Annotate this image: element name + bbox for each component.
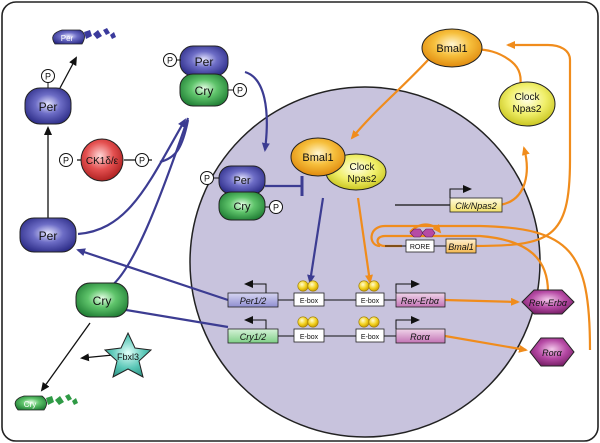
bmal1-gene-row: RORE Bmal1 xyxy=(385,228,477,254)
ror-gene-row: E-box Rorα xyxy=(355,316,446,344)
clock-nuc-label-1: Clock xyxy=(349,162,375,173)
svg-text:P: P xyxy=(45,72,51,82)
bmal1-nuc-label: Bmal1 xyxy=(302,152,333,164)
fbxl3-label: Fbxl3 xyxy=(117,352,139,362)
svg-text:P: P xyxy=(273,203,279,213)
cry-cytoplasm-node: Cry xyxy=(75,282,129,318)
ebox-binding-dot xyxy=(307,316,319,328)
svg-text:E-box: E-box xyxy=(300,334,319,341)
bmal1-cytoplasm-node: Bmal1 xyxy=(421,28,483,68)
per-degraded-label: Per xyxy=(61,34,74,43)
per-degraded-group: Per xyxy=(52,28,116,45)
rev-erb-protein-node: Rev-Erbα xyxy=(521,289,575,315)
clk-npas2-gene: Clk/Npas2 xyxy=(449,185,503,213)
cry-nucleus-label: Cry xyxy=(233,201,251,213)
clock-top-label-1: Clock xyxy=(514,92,540,103)
clock-cytoplasm-node: Clock Npas2 xyxy=(498,81,556,127)
arrow-cry-degradation xyxy=(40,322,91,392)
arrow-bmal-into-nucleus xyxy=(350,59,429,140)
ck1-label: CK1δ/ε xyxy=(86,156,119,167)
svg-text:P: P xyxy=(237,86,243,96)
clk-npas2-gene-label: Clk/Npas2 xyxy=(455,201,497,211)
ebox-binding-dot xyxy=(297,280,309,292)
arrow-clk-gene-to-clock xyxy=(499,146,530,207)
arrow-per-to-complex xyxy=(77,118,187,236)
per12-gene-label: Per1/2 xyxy=(240,296,267,306)
per-cytoplasm-node: Per xyxy=(19,217,77,253)
clock-top-label-2: Npas2 xyxy=(513,104,542,115)
arrow-bmal-to-ebox xyxy=(307,197,325,284)
clock-nuc-label-2: Npas2 xyxy=(348,174,377,185)
ebox-binding-dot xyxy=(307,280,319,292)
per-cry-complex-nucleus: Per Cry P P xyxy=(200,165,283,221)
rev-erb-protein-label: Rev-Erbα xyxy=(529,298,568,308)
ror-protein-node: Rorα xyxy=(529,337,575,367)
arrow-ror-to-rore xyxy=(370,224,592,351)
per12-gene-row: Per1/2 E-box xyxy=(227,280,445,308)
phospho-p-icon xyxy=(135,153,149,167)
ebox-binding-dot xyxy=(368,280,380,292)
svg-text:P: P xyxy=(63,156,69,166)
arrow-clock-to-ebox xyxy=(356,197,373,284)
per-phospho-label: Per xyxy=(39,100,58,114)
arrow-bmal-gene-to-bmal xyxy=(471,41,572,248)
cry-degraded-label: Cry xyxy=(24,400,36,409)
svg-text:E-box: E-box xyxy=(361,334,380,341)
ror-protein-label: Rorα xyxy=(542,348,563,358)
per-top-label: Per xyxy=(195,55,214,69)
bmal-clock-complex-nucleus: Clock Npas2 Bmal1 xyxy=(290,137,387,191)
arrow-ror-gene-to-ror xyxy=(444,334,528,353)
rore-binding-hex xyxy=(421,228,436,238)
arrow-fbxl3 xyxy=(80,353,114,362)
rev-erb-gene-label: Rev-Erbα xyxy=(401,296,440,306)
svg-text:E-box: E-box xyxy=(361,298,380,305)
arrow-complex-into-nucleus xyxy=(244,70,270,152)
rore-label: RORE xyxy=(410,244,431,251)
arrow-rev-to-rore xyxy=(376,234,550,293)
per-cry-complex-top: Per Cry P P xyxy=(163,45,247,107)
rev-erb-gene-row: E-box Rev-Erbα xyxy=(355,280,446,308)
fbxl3-node: Fbxl3 xyxy=(103,331,153,378)
nucleus xyxy=(189,86,541,438)
ebox-binding-dot xyxy=(297,316,309,328)
bmal1-top-label: Bmal1 xyxy=(436,43,467,55)
cry-cytoplasm-label: Cry xyxy=(93,294,112,308)
ebox-label: E-box xyxy=(300,298,319,305)
cry12-gene-row: Cry1/2 E-box xyxy=(227,316,445,344)
svg-text:P: P xyxy=(204,174,210,184)
per-phospho-node: Per P xyxy=(24,69,72,125)
cry12-gene-label: Cry1/2 xyxy=(240,332,267,342)
svg-text:P: P xyxy=(167,56,173,66)
phospho-p-icon xyxy=(59,153,73,167)
cry-degraded-group: Cry xyxy=(14,394,78,411)
cry-top-label: Cry xyxy=(195,84,214,98)
arrow-cry-gene-to-cry xyxy=(106,304,229,329)
bmal1-gene-label: Bmal1 xyxy=(448,242,474,252)
ror-gene-label: Rorα xyxy=(410,332,431,342)
arrow-per-degradation xyxy=(59,56,77,89)
arrow-per-gene-to-per xyxy=(76,248,229,302)
arrow-rev-gene-to-rev xyxy=(444,297,520,306)
ebox-binding-dot xyxy=(368,316,380,328)
ebox-binding-dot xyxy=(358,316,370,328)
per-cytoplasm-label: Per xyxy=(39,229,58,243)
ck1-node: CK1δ/ε P P xyxy=(59,138,149,182)
per-nucleus-label: Per xyxy=(233,175,250,187)
ebox-binding-dot xyxy=(358,280,370,292)
arrow-rore-activation xyxy=(409,223,442,234)
svg-text:P: P xyxy=(139,156,145,166)
